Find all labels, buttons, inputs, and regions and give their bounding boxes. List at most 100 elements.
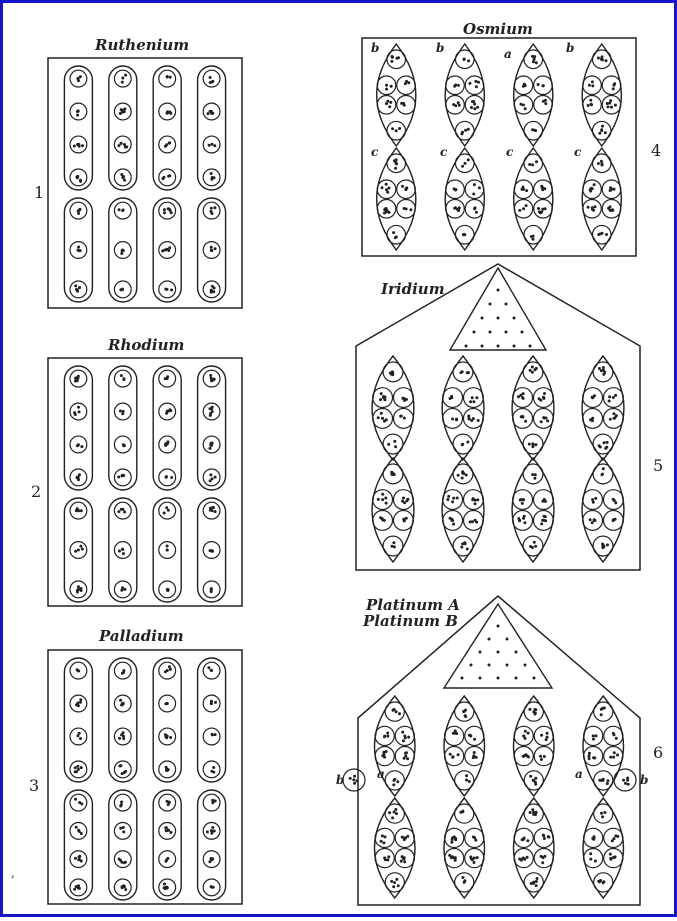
capsule-outline <box>153 790 181 900</box>
dot <box>165 506 168 509</box>
dot <box>391 127 394 130</box>
dot <box>597 233 600 236</box>
dot <box>513 345 516 348</box>
dot <box>398 127 401 130</box>
dot <box>600 713 603 716</box>
dot <box>478 186 481 189</box>
plate-title-palladium: Palladium <box>99 627 184 645</box>
dot <box>381 834 384 837</box>
dot <box>390 60 393 63</box>
dot <box>121 109 124 112</box>
dot <box>594 205 597 208</box>
dot <box>119 764 122 767</box>
dot <box>80 509 83 512</box>
atom-circle <box>393 490 413 510</box>
dot <box>385 84 388 87</box>
dot <box>74 550 77 553</box>
atom-circle <box>453 536 473 556</box>
dot <box>166 545 169 548</box>
dot <box>606 782 609 785</box>
dot <box>207 112 210 115</box>
dot <box>475 85 478 88</box>
dot <box>210 858 213 861</box>
side-mark-right: b <box>640 773 648 787</box>
osmium-letter-mark: b <box>436 41 444 55</box>
osmium-letter-mark: c <box>506 145 514 159</box>
dot <box>519 103 522 106</box>
dot <box>469 856 472 859</box>
dot <box>454 838 457 841</box>
dot <box>613 751 616 754</box>
dot <box>474 839 477 842</box>
dot <box>209 81 212 84</box>
dot <box>589 99 592 102</box>
dot <box>522 207 525 210</box>
dot <box>497 677 500 680</box>
dot <box>170 831 173 834</box>
dot <box>402 518 405 521</box>
dot <box>163 208 166 211</box>
dot <box>470 106 473 109</box>
atom-circle <box>455 771 474 790</box>
dot <box>77 406 80 409</box>
dot <box>542 396 545 399</box>
dot <box>401 731 404 734</box>
atom-circle <box>445 726 464 745</box>
dot <box>589 858 592 861</box>
dot <box>209 473 212 476</box>
atom-circle <box>593 362 613 382</box>
dot <box>524 730 527 733</box>
atom-circle <box>387 225 406 244</box>
dot <box>455 418 458 421</box>
dot <box>594 519 597 522</box>
dot <box>403 417 406 420</box>
dot <box>382 841 385 844</box>
dot <box>123 143 126 146</box>
dot <box>122 826 125 829</box>
dot <box>525 189 528 192</box>
dot <box>538 397 541 400</box>
dot <box>122 176 125 179</box>
dot <box>407 736 410 739</box>
dot <box>464 714 467 717</box>
dot <box>124 74 127 77</box>
atom-circle <box>443 490 463 510</box>
atom-circle <box>159 202 176 219</box>
dot <box>616 835 619 838</box>
dot <box>473 857 476 860</box>
dot <box>540 420 543 423</box>
dot <box>214 476 217 479</box>
dot <box>473 331 476 334</box>
dot <box>353 775 356 778</box>
dot <box>479 651 482 654</box>
dot <box>209 374 212 377</box>
osmium-letter-mark: c <box>574 145 582 159</box>
dot <box>451 500 454 503</box>
dot <box>79 75 82 78</box>
dot <box>169 736 172 739</box>
lens-outline <box>582 356 624 460</box>
dot <box>534 712 537 715</box>
dot <box>166 669 169 672</box>
dot <box>170 476 173 479</box>
dot <box>524 664 527 667</box>
dot <box>526 856 529 859</box>
dot <box>531 473 534 476</box>
dot <box>461 165 464 168</box>
plate-number-1: 1 <box>34 183 44 202</box>
dot <box>119 288 122 291</box>
atom-circle <box>513 510 533 530</box>
dot <box>535 61 538 64</box>
dot <box>461 370 464 373</box>
plate-number-2: 2 <box>31 482 41 501</box>
dot <box>608 400 611 403</box>
dot <box>122 830 125 833</box>
dot <box>399 415 402 418</box>
dot <box>73 888 76 891</box>
dot <box>462 876 465 879</box>
dot <box>385 183 388 186</box>
dot <box>473 103 476 106</box>
dot <box>402 739 405 742</box>
dot <box>532 443 535 446</box>
